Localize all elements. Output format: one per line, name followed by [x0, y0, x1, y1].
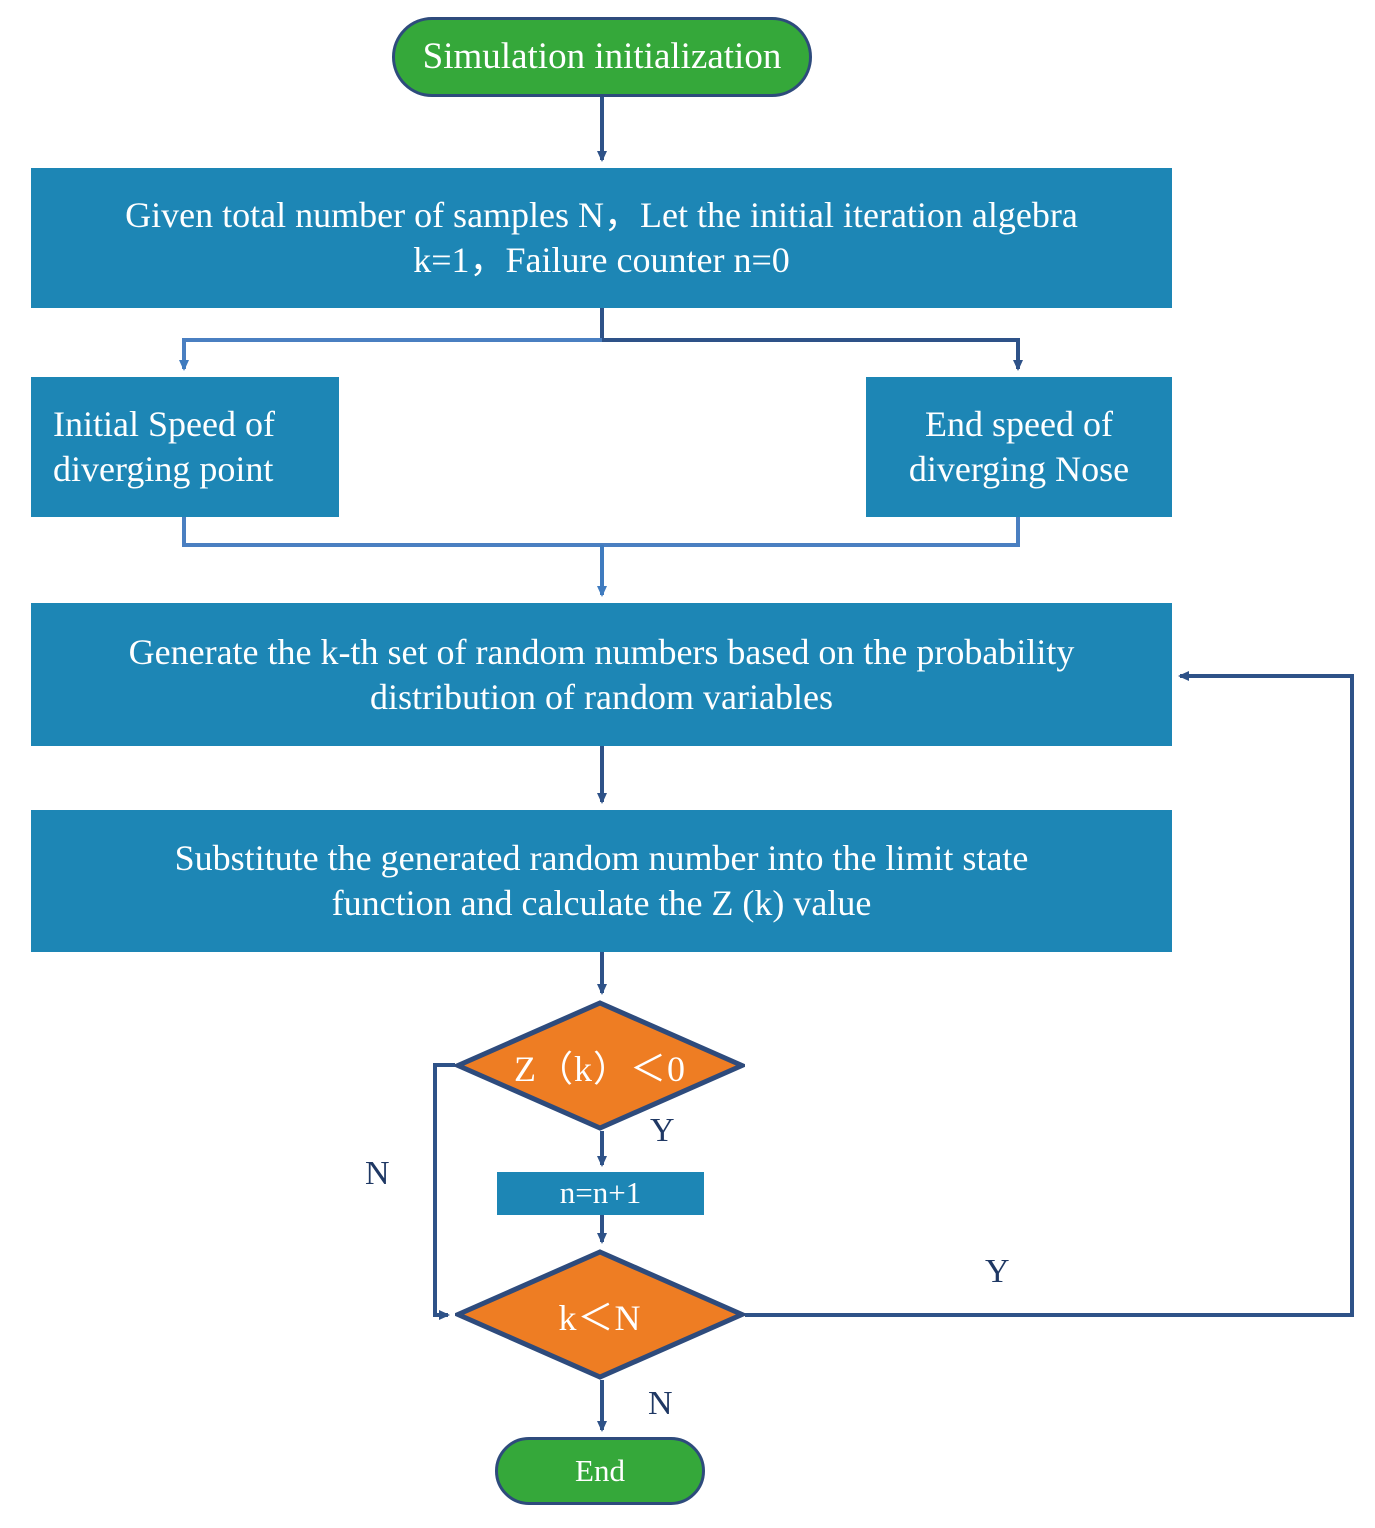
node-substitute-random-line1: Substitute the generated random number i…: [174, 838, 1029, 878]
node-decision-z-label: Z（k）＜0: [514, 1048, 686, 1089]
node-given-samples-line2: k=1，Failure counter n=0: [413, 240, 790, 280]
node-given-samples[interactable]: Given total number of samples N，Let the …: [31, 168, 1172, 308]
node-start[interactable]: Simulation initialization: [392, 17, 812, 97]
edge-decisionk-yes-to-generate: [745, 671, 1354, 1317]
node-increment-counter[interactable]: n=n+1: [497, 1172, 704, 1215]
node-initial-speed-line1: Initial Speed of: [53, 404, 275, 444]
edge-label-k-yes: Y: [985, 1253, 1010, 1290]
node-initial-speed-label: Initial Speed of diverging point: [53, 402, 339, 492]
node-decision-k-label: k＜N: [558, 1297, 642, 1338]
node-generate-random[interactable]: Generate the k-th set of random numbers …: [31, 603, 1172, 746]
node-end-speed-label: End speed of diverging Nose: [866, 402, 1172, 492]
edge-label-z-yes: Y: [650, 1112, 675, 1149]
decision-z-shape: [455, 1000, 745, 1131]
node-end-speed-line2: diverging Nose: [908, 449, 1130, 489]
edge-decisionz-no-to-decisionk: [433, 1063, 455, 1320]
node-given-samples-line1: Given total number of samples N，Let the …: [125, 195, 1078, 235]
node-end-label: End: [575, 1452, 625, 1488]
node-initial-speed-line2: diverging point: [53, 449, 274, 489]
edge-given-to-initialspeed: [179, 338, 602, 371]
node-decision-z[interactable]: Z（k）＜0: [455, 1000, 745, 1131]
node-decision-k[interactable]: k＜N: [455, 1249, 745, 1380]
decision-k-shape: [455, 1249, 745, 1380]
edge-given-to-endspeed: [602, 338, 1023, 371]
node-generate-random-line2: distribution of random variables: [370, 676, 833, 717]
edge-label-z-no: N: [365, 1155, 390, 1192]
node-generate-random-label: Generate the k-th set of random numbers …: [31, 630, 1172, 720]
node-substitute-random[interactable]: Substitute the generated random number i…: [31, 810, 1172, 952]
node-end-speed[interactable]: End speed of diverging Nose: [866, 377, 1172, 517]
edge-label-k-no: N: [648, 1385, 673, 1422]
node-generate-random-line1: Generate the k-th set of random numbers …: [128, 631, 1075, 672]
node-end-speed-line1: End speed of: [925, 404, 1113, 444]
node-end[interactable]: End: [495, 1437, 705, 1505]
node-substitute-random-label: Substitute the generated random number i…: [31, 836, 1172, 926]
node-start-label: Simulation initialization: [422, 35, 782, 77]
node-increment-counter-label: n=n+1: [559, 1175, 642, 1211]
node-initial-speed[interactable]: Initial Speed of diverging point: [31, 377, 339, 517]
node-given-samples-label: Given total number of samples N，Let the …: [31, 193, 1172, 283]
node-substitute-random-line2: function and calculate the Z (k) value: [331, 883, 872, 923]
edge-initialspeed-merge: [182, 517, 1020, 547]
